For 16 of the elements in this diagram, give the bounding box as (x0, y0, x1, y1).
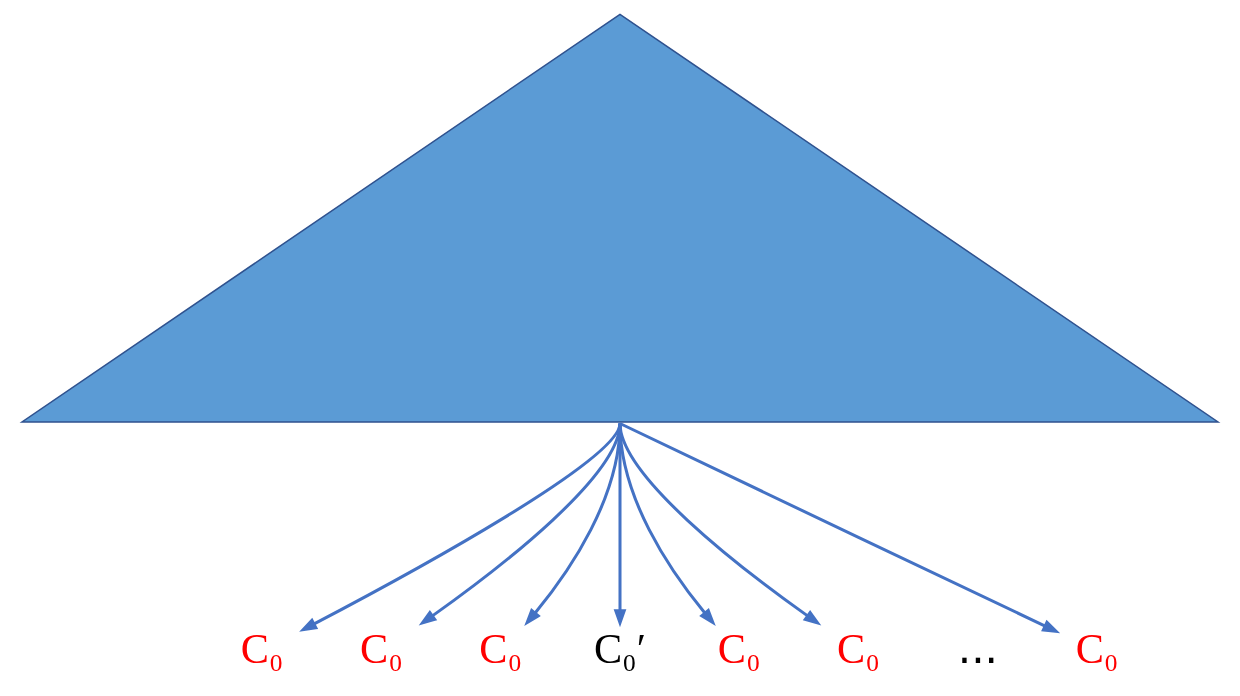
label: ... (957, 623, 999, 673)
arrow (524, 423, 622, 626)
node-text: C₀ (359, 624, 403, 672)
node-text: C₀ (717, 624, 761, 672)
arrow (418, 423, 622, 626)
arrow (618, 423, 822, 626)
arrow (299, 422, 622, 632)
node-triangle (19, 13, 1221, 423)
arrow (619, 422, 1061, 634)
node-text: C₀ (837, 624, 881, 672)
node-text: C₀ (240, 624, 284, 672)
node-text: C₀ (1075, 624, 1119, 672)
arrow (618, 423, 716, 626)
node-text: C₀′ (593, 624, 647, 672)
arrow (613, 423, 627, 628)
node-text: C₀ (479, 624, 523, 672)
